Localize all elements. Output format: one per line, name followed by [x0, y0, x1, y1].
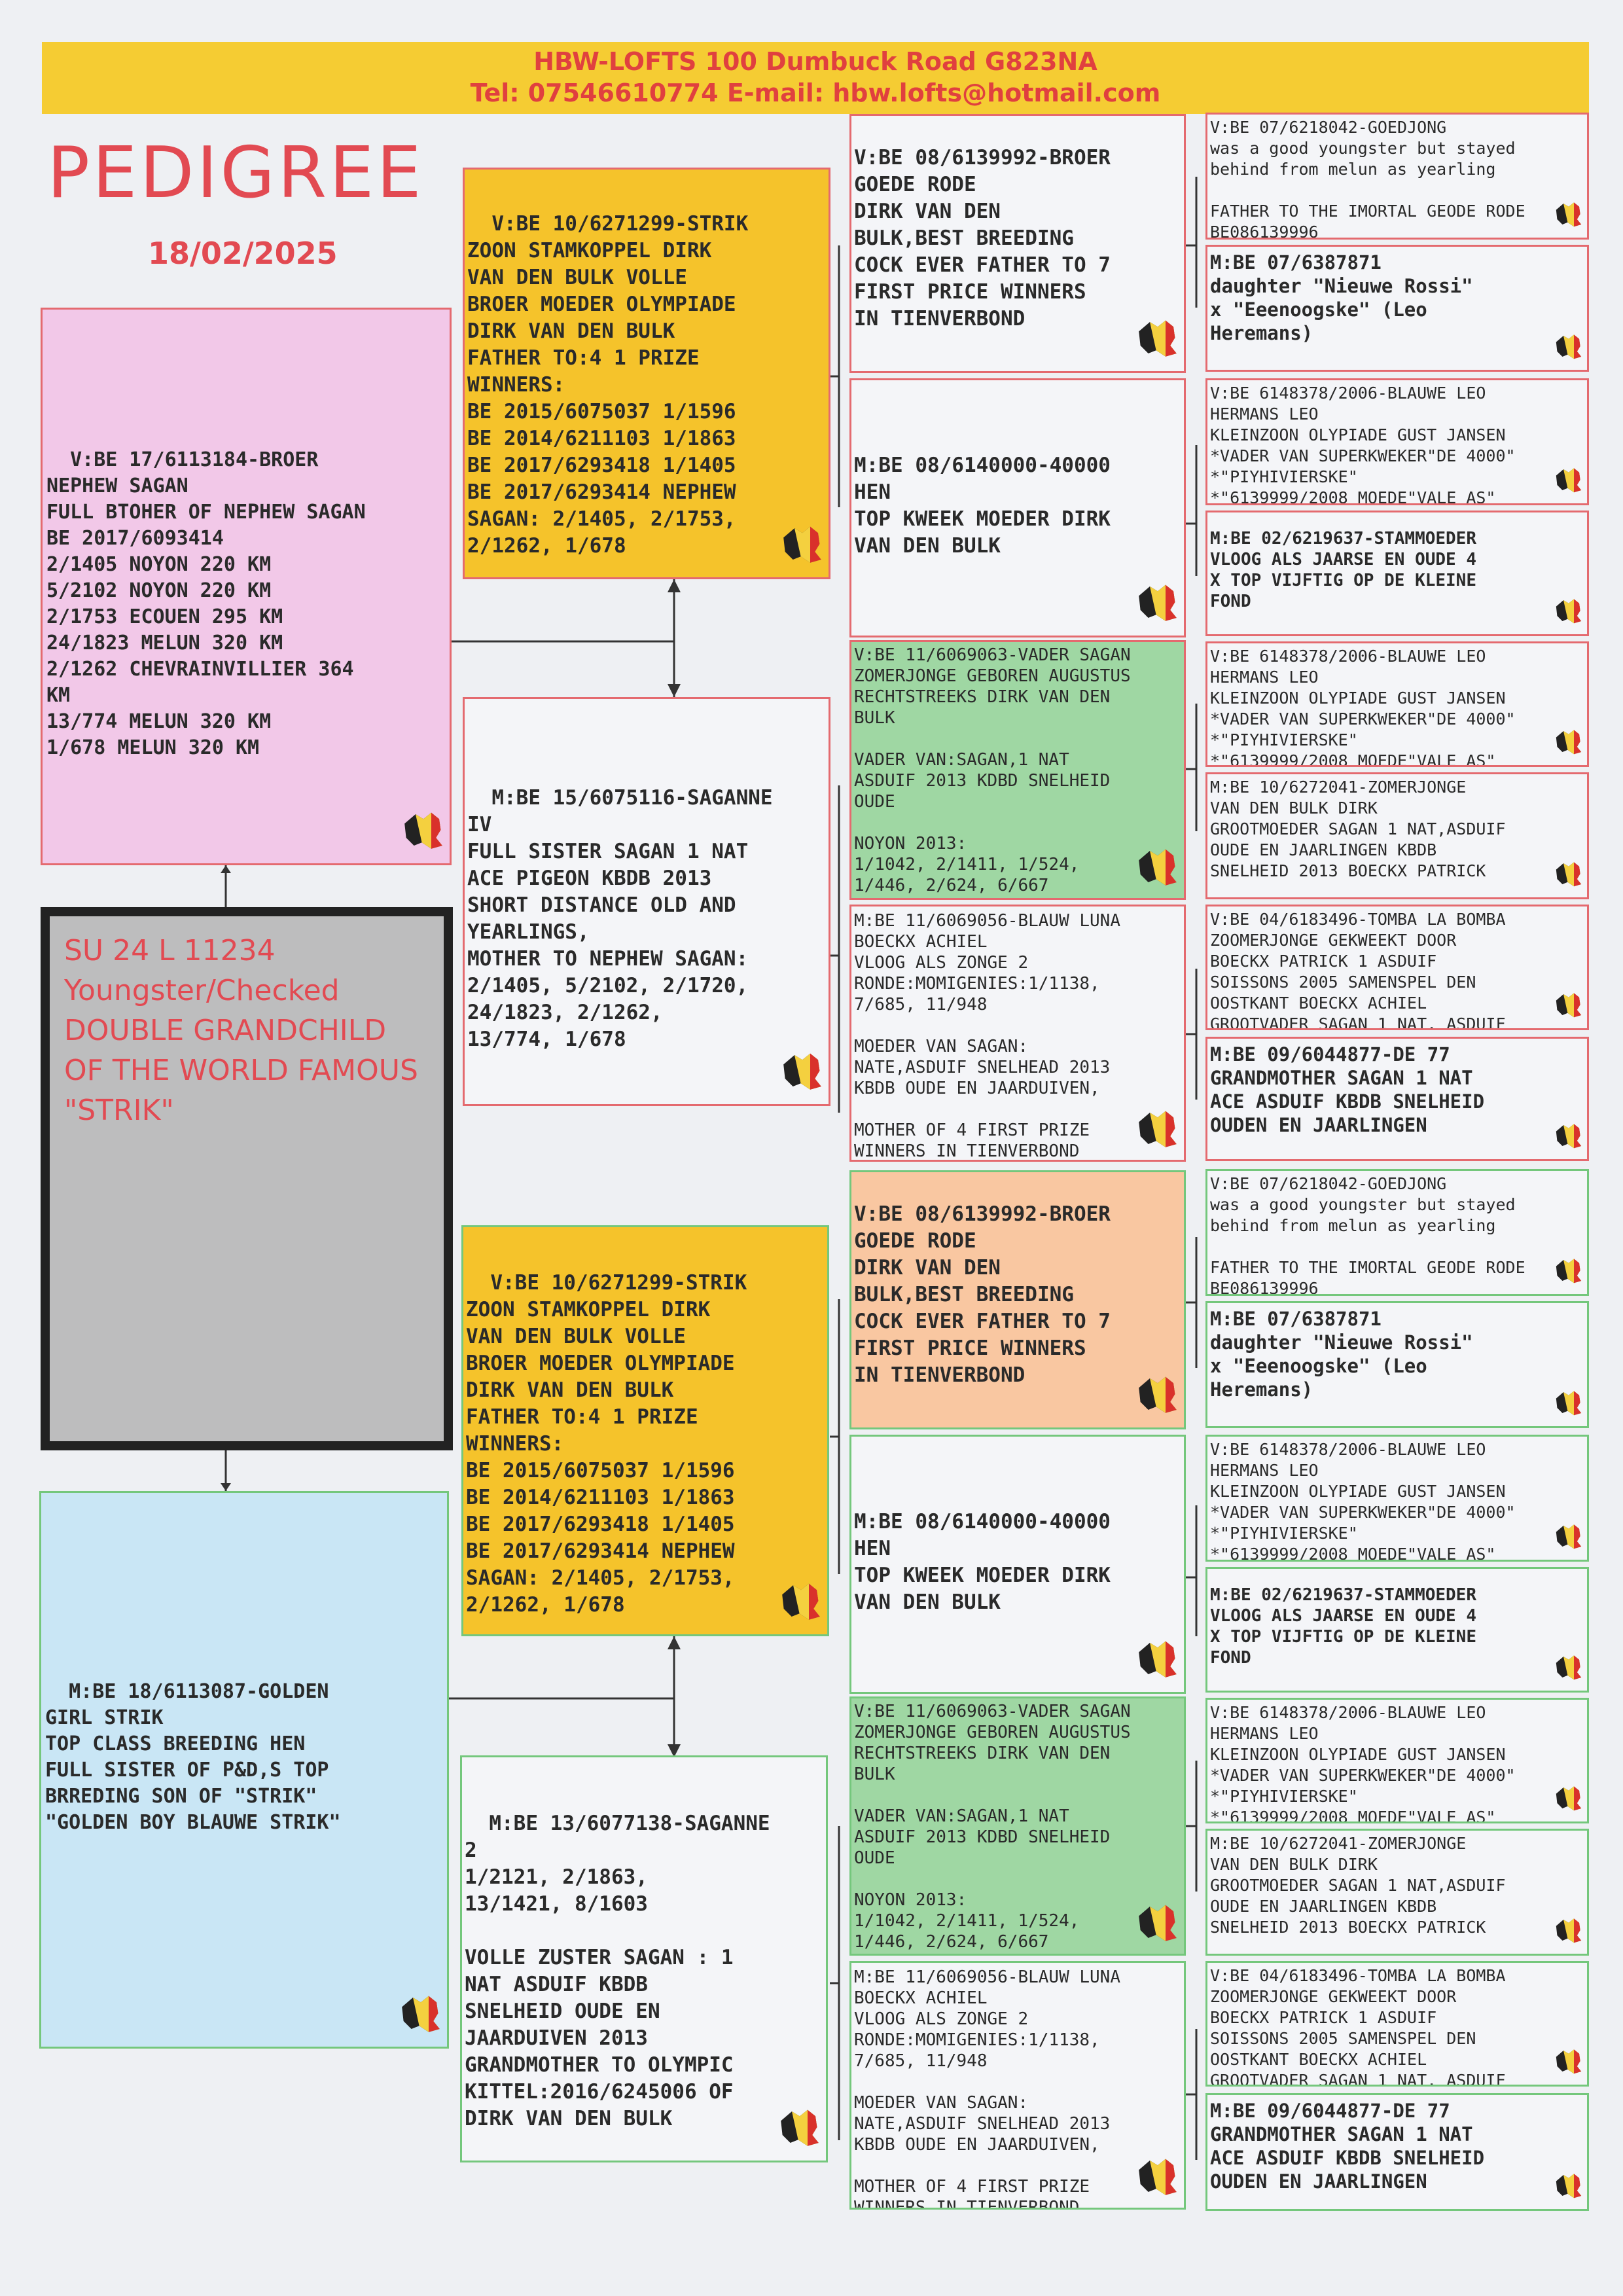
belgium-flag-map-icon [1533, 1234, 1584, 1291]
gggp-3-card: V:BE 6148378/2006-BLAUWE LEO HERMANS LEO… [1205, 378, 1589, 505]
gggp-11-text: V:BE 6148378/2006-BLAUWE LEO HERMANS LEO… [1210, 1440, 1516, 1562]
belgium-flag-map-icon [1533, 837, 1584, 895]
belgium-flag-map-icon [1533, 1630, 1584, 1688]
belgium-flag-map-icon [1530, 307, 1584, 367]
belgium-flag-map-icon [374, 1964, 444, 2044]
gggp-15-card: V:BE 04/6183496-TOMBA LA BOMBA ZOOMERJON… [1205, 1961, 1589, 2087]
gggp-16-card: M:BE 09/6044877-DE 77 GRANDMOTHER SAGAN … [1205, 2093, 1589, 2211]
ggp-3-text: V:BE 11/6069063-VADER SAGAN ZOMERJONGE G… [854, 645, 1131, 895]
gggp-11-card: V:BE 6148378/2006-BLAUWE LEO HERMANS LEO… [1205, 1435, 1589, 1562]
belgium-flag-map-icon [1110, 287, 1181, 368]
sire-card: V:BE 17/6113184-BROER NEPHEW SAGAN FULL … [41, 308, 452, 865]
belgium-flag-map-icon [752, 2077, 823, 2158]
gggp-5-text: V:BE 6148378/2006-BLAUWE LEO HERMANS LEO… [1210, 647, 1516, 767]
granddam-maternal-text: M:BE 13/6077138-SAGANNE 2 1/2121, 2/1863… [465, 1812, 770, 2130]
belgium-flag-map-icon [1533, 443, 1584, 501]
loft-address: HBW-LOFTS 100 Dumbuck Road G823NA [533, 47, 1097, 76]
gggp-12-text: M:BE 02/6219637-STAMMOEDER VLOOG ALS JAA… [1210, 1585, 1476, 1668]
ggp-6-text: M:BE 08/6140000-40000 HEN TOP KWEEK MOED… [854, 1510, 1111, 1614]
gggp-7-card: V:BE 04/6183496-TOMBA LA BOMBA ZOOMERJON… [1205, 905, 1589, 1030]
granddam-maternal-card: M:BE 13/6077138-SAGANNE 2 1/2121, 2/1863… [460, 1755, 828, 2162]
ggp-5-card: V:BE 08/6139992-BROER GOEDE RODE DIRK VA… [849, 1170, 1186, 1429]
belgium-flag-map-icon [1533, 1761, 1584, 1819]
grandsire-paternal-card: V:BE 10/6271299-STRIK ZOON STAMKOPPEL DI… [463, 168, 830, 579]
belgium-flag-map-icon [1533, 1499, 1584, 1557]
belgium-flag-map-icon [1533, 1893, 1584, 1951]
page-title: PEDIGREE [47, 132, 424, 214]
belgium-flag-map-icon [1114, 822, 1181, 895]
gggp-9-text: V:BE 07/6218042-GOEDJONG was a good youn… [1210, 1174, 1525, 1296]
belgium-flag-map-icon [1533, 177, 1584, 235]
gggp-8-text: M:BE 09/6044877-DE 77 GRANDMOTHER SAGAN … [1210, 1043, 1485, 1136]
belgium-flag-map-icon [1533, 2024, 1584, 2082]
belgium-flag-map-icon [1533, 574, 1584, 632]
grandsire-maternal-card: V:BE 10/6271299-STRIK ZOON STAMKOPPEL DI… [461, 1225, 829, 1636]
belgium-flag-map-icon [1533, 705, 1584, 762]
gggp-13-card: V:BE 6148378/2006-BLAUWE LEO HERMANS LEO… [1205, 1698, 1589, 1823]
belgium-flag-map-icon [1533, 968, 1584, 1026]
dam-text: M:BE 18/6113087-GOLDEN GIRL STRIK TOP CL… [45, 1680, 341, 1834]
belgium-flag-map-icon [755, 1020, 826, 1102]
ggp-6-card: M:BE 08/6140000-40000 HEN TOP KWEEK MOED… [849, 1435, 1186, 1694]
gggp-8-card: M:BE 09/6044877-DE 77 GRANDMOTHER SAGAN … [1205, 1037, 1589, 1161]
ggp-5-text: V:BE 08/6139992-BROER GOEDE RODE DIRK VA… [854, 1202, 1111, 1387]
gggp-13-text: V:BE 6148378/2006-BLAUWE LEO HERMANS LEO… [1210, 1703, 1516, 1823]
dam-card: M:BE 18/6113087-GOLDEN GIRL STRIK TOP CL… [39, 1491, 449, 2049]
ggp-7-card: V:BE 11/6069063-VADER SAGAN ZOMERJONGE G… [849, 1696, 1186, 1956]
sire-text: V:BE 17/6113184-BROER NEPHEW SAGAN FULL … [46, 448, 366, 759]
granddam-paternal-text: M:BE 15/6075116-SAGANNE IV FULL SISTER S… [467, 786, 773, 1051]
gggp-10-text: M:BE 07/6387871 daughter "Nieuwe Rossi" … [1210, 1308, 1473, 1401]
gggp-6-text: M:BE 10/6272041-ZOMERJONGE VAN DEN BULK … [1210, 778, 1506, 880]
gggp-9-card: V:BE 07/6218042-GOEDJONG was a good youn… [1205, 1169, 1589, 1296]
belgium-flag-map-icon [1114, 2132, 1181, 2205]
loft-contact-header: HBW-LOFTS 100 Dumbuck Road G823NA Tel: 0… [42, 42, 1589, 114]
gggp-6-card: M:BE 10/6272041-ZOMERJONGE VAN DEN BULK … [1205, 772, 1589, 899]
belgium-flag-map-icon [1530, 2146, 1584, 2206]
gggp-2-text: M:BE 07/6387871 daughter "Nieuwe Rossi" … [1210, 251, 1473, 344]
gggp-1-text: V:BE 07/6218042-GOEDJONG was a good youn… [1210, 118, 1525, 240]
bird-photo-placeholder: SU 24 L 11234 Youngster/Checked DOUBLE G… [41, 907, 453, 1450]
belgium-flag-map-icon [1530, 1096, 1584, 1157]
belgium-flag-map-icon [755, 493, 826, 575]
gggp-10-card: M:BE 07/6387871 daughter "Nieuwe Rossi" … [1205, 1301, 1589, 1428]
ggp-8-text: M:BE 11/6069056-BLAUW LUNA BOECKX ACHIEL… [854, 1967, 1120, 2210]
belgium-flag-map-icon [1530, 1363, 1584, 1424]
ggp-2-text: M:BE 08/6140000-40000 HEN TOP KWEEK MOED… [854, 454, 1111, 558]
ggp-4-card: M:BE 11/6069056-BLAUW LUNA BOECKX ACHIEL… [849, 905, 1186, 1162]
gggp-5-card: V:BE 6148378/2006-BLAUWE LEO HERMANS LEO… [1205, 641, 1589, 767]
bird-ring-description: SU 24 L 11234 Youngster/Checked DOUBLE G… [64, 934, 418, 1127]
pedigree-date: 18/02/2025 [148, 236, 338, 271]
gggp-3-text: V:BE 6148378/2006-BLAUWE LEO HERMANS LEO… [1210, 384, 1516, 505]
gggp-12-card: M:BE 02/6219637-STAMMOEDER VLOOG ALS JAA… [1205, 1567, 1589, 1693]
belgium-flag-map-icon [376, 780, 447, 861]
loft-contact: Tel: 07546610774 E-mail: hbw.lofts@hotma… [470, 79, 1161, 107]
gggp-16-text: M:BE 09/6044877-DE 77 GRANDMOTHER SAGAN … [1210, 2100, 1485, 2193]
grandsire-maternal-text: V:BE 10/6271299-STRIK ZOON STAMKOPPEL DI… [466, 1271, 747, 1617]
belgium-flag-map-icon [753, 1551, 825, 1632]
ggp-8-card: M:BE 11/6069056-BLAUW LUNA BOECKX ACHIEL… [849, 1961, 1186, 2210]
gggp-15-text: V:BE 04/6183496-TOMBA LA BOMBA ZOOMERJON… [1210, 1966, 1506, 2087]
belgium-flag-map-icon [1110, 552, 1181, 633]
ggp-7-text: V:BE 11/6069063-VADER SAGAN ZOMERJONGE G… [854, 1702, 1131, 1952]
grandsire-paternal-text: V:BE 10/6271299-STRIK ZOON STAMKOPPEL DI… [467, 212, 749, 558]
ggp-1-text: V:BE 08/6139992-BROER GOEDE RODE DIRK VA… [854, 146, 1111, 331]
gggp-4-card: M:BE 02/6219637-STAMMOEDER VLOOG ALS JAA… [1205, 511, 1589, 636]
ggp-4-text: M:BE 11/6069056-BLAUW LUNA BOECKX ACHIEL… [854, 911, 1120, 1161]
gggp-1-card: V:BE 07/6218042-GOEDJONG was a good youn… [1205, 113, 1589, 240]
belgium-flag-map-icon [1114, 1084, 1181, 1157]
belgium-flag-map-icon [1110, 1344, 1181, 1425]
ggp-2-card: M:BE 08/6140000-40000 HEN TOP KWEEK MOED… [849, 378, 1186, 637]
gggp-14-text: M:BE 10/6272041-ZOMERJONGE VAN DEN BULK … [1210, 1834, 1506, 1937]
gggp-2-card: M:BE 07/6387871 daughter "Nieuwe Rossi" … [1205, 245, 1589, 372]
gggp-4-text: M:BE 02/6219637-STAMMOEDER VLOOG ALS JAA… [1210, 529, 1476, 611]
belgium-flag-map-icon [1110, 1608, 1181, 1689]
gggp-14-card: M:BE 10/6272041-ZOMERJONGE VAN DEN BULK … [1205, 1829, 1589, 1956]
ggp-3-card: V:BE 11/6069063-VADER SAGAN ZOMERJONGE G… [849, 640, 1186, 900]
granddam-paternal-card: M:BE 15/6075116-SAGANNE IV FULL SISTER S… [463, 697, 830, 1106]
gggp-7-text: V:BE 04/6183496-TOMBA LA BOMBA ZOOMERJON… [1210, 910, 1506, 1030]
belgium-flag-map-icon [1114, 1878, 1181, 1951]
ggp-1-card: V:BE 08/6139992-BROER GOEDE RODE DIRK VA… [849, 114, 1186, 373]
